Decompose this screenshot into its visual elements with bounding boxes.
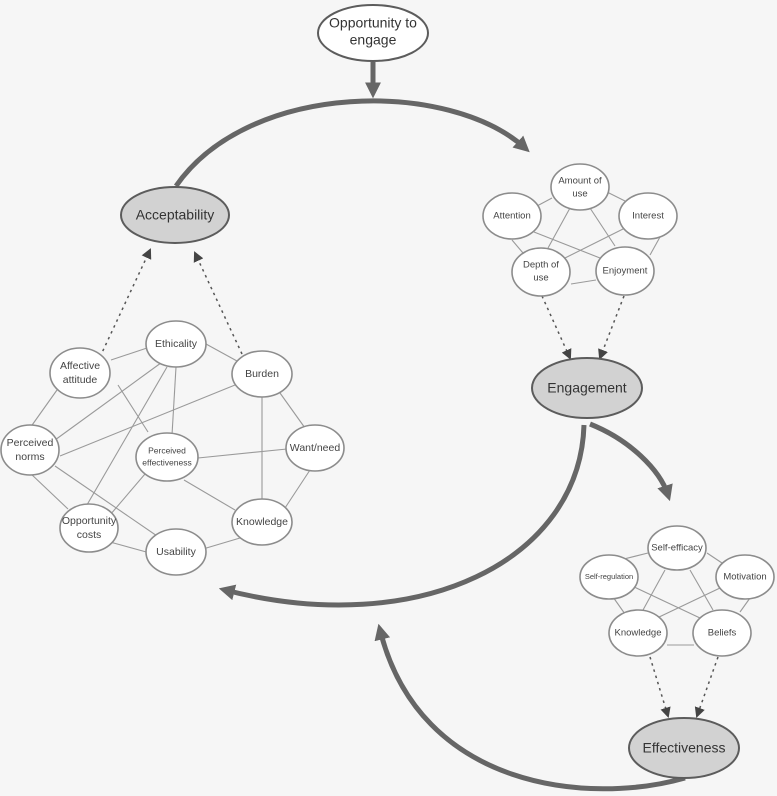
arrow-effectiveness-to-acceptability	[374, 623, 686, 792]
svg-text:Acceptability: Acceptability	[136, 207, 215, 223]
node-beliefs: Beliefs	[692, 609, 752, 657]
svg-text:Enjoyment: Enjoyment	[603, 266, 648, 277]
svg-text:use: use	[572, 189, 587, 200]
svg-text:Depth of: Depth of	[523, 260, 559, 271]
dotted-knowledge-to-effectiveness	[649, 656, 671, 719]
svg-text:Want/need: Want/need	[290, 442, 341, 454]
svg-text:Beliefs: Beliefs	[708, 628, 737, 639]
svg-text:Knowledge: Knowledge	[614, 628, 661, 639]
dotted-depth-to-engagement	[541, 295, 572, 360]
svg-text:Usability: Usability	[156, 546, 196, 558]
flow-arrows	[173, 62, 686, 792]
arrow-engagement-to-effectiveness	[589, 421, 673, 502]
node-depth-of-use: Depth of use	[511, 247, 571, 297]
svg-text:Affective: Affective	[60, 360, 100, 372]
engagement-network-edges	[511, 191, 661, 285]
svg-text:costs: costs	[77, 529, 102, 541]
node-affective-attitude: Affective attitude	[49, 347, 111, 399]
arrow-engagement-to-acceptability	[218, 424, 587, 608]
svg-text:Self-regulation: Self-regulation	[585, 572, 633, 581]
svg-text:Knowledge: Knowledge	[236, 516, 288, 528]
svg-text:Perceived: Perceived	[148, 445, 186, 455]
node-interest: Interest	[618, 192, 678, 240]
node-opportunity-costs: Opportunity costs	[59, 503, 119, 553]
node-usability: Usability	[145, 528, 207, 576]
svg-text:Ethicality: Ethicality	[155, 338, 198, 350]
svg-text:effectiveness: effectiveness	[142, 457, 191, 467]
dotted-beliefs-to-effectiveness	[694, 656, 719, 718]
svg-text:attitude: attitude	[63, 374, 98, 386]
svg-text:use: use	[533, 273, 548, 284]
node-knowledge-acceptability: Knowledge	[231, 498, 293, 546]
dotted-affective-to-acceptability	[99, 248, 152, 358]
svg-text:engage: engage	[350, 32, 397, 48]
node-enjoyment: Enjoyment	[595, 246, 655, 296]
svg-text:Perceived: Perceived	[7, 437, 54, 449]
svg-text:Amount of: Amount of	[558, 176, 602, 187]
svg-text:norms: norms	[15, 451, 44, 463]
arrow-acceptability-to-engagement	[173, 98, 530, 188]
node-amount-of-use: Amount of use	[550, 163, 610, 211]
node-acceptability: Acceptability	[120, 186, 230, 244]
svg-text:Motivation: Motivation	[723, 572, 766, 583]
svg-text:Burden: Burden	[245, 368, 279, 380]
svg-text:Effectiveness: Effectiveness	[642, 740, 725, 756]
node-perceived-norms: Perceived norms	[0, 424, 60, 476]
svg-text:Engagement: Engagement	[547, 380, 627, 396]
node-ethicality: Ethicality	[145, 320, 207, 368]
node-effectiveness: Effectiveness	[628, 717, 740, 779]
svg-text:Interest: Interest	[632, 211, 664, 222]
svg-text:Self-efficacy: Self-efficacy	[651, 543, 703, 554]
node-want-need: Want/need	[285, 424, 345, 472]
dotted-enjoyment-to-engagement	[598, 295, 625, 360]
dotted-arrows	[99, 248, 719, 719]
node-opportunity-to-engage: Opportunity to engage	[317, 4, 429, 62]
acceptability-network-edges	[29, 343, 311, 554]
node-engagement: Engagement	[531, 357, 643, 419]
svg-text:Opportunity to: Opportunity to	[329, 15, 417, 31]
node-knowledge-effectiveness: Knowledge	[608, 609, 668, 657]
svg-text:Opportunity: Opportunity	[62, 515, 117, 527]
node-self-efficacy: Self-efficacy	[647, 525, 707, 571]
svg-text:Attention: Attention	[493, 211, 531, 222]
node-perceived-effectiveness: Perceived effectiveness	[135, 432, 199, 482]
node-attention: Attention	[482, 192, 542, 240]
node-burden: Burden	[231, 350, 293, 398]
node-self-regulation: Self-regulation	[579, 554, 639, 600]
node-motivation: Motivation	[715, 554, 775, 600]
dotted-burden-to-acceptability	[193, 251, 243, 355]
